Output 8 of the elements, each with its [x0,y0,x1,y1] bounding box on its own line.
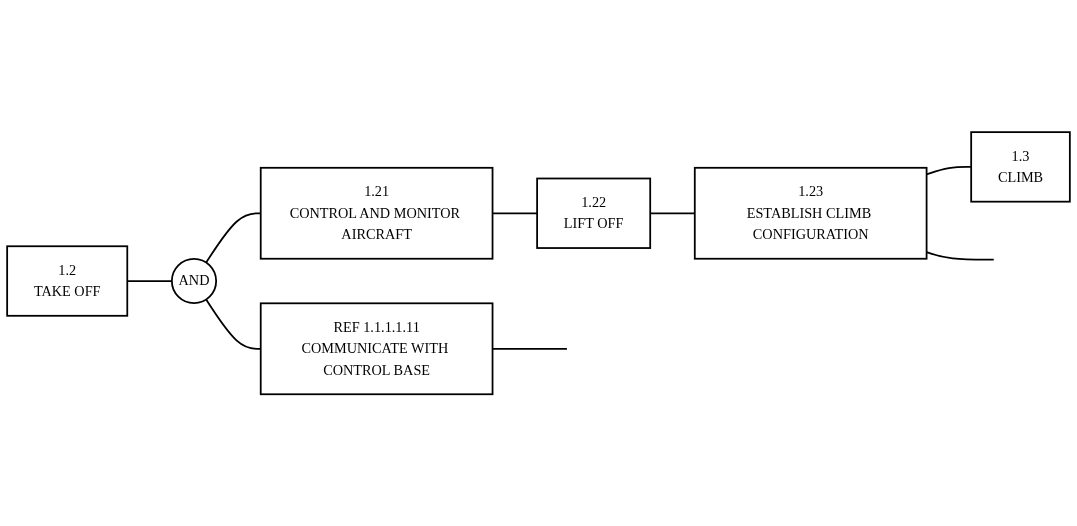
node-box: 1.21 CONTROL AND MONITOR AIRCRAFT [259,166,494,260]
node-box: 1.2 TAKE OFF [6,245,129,317]
node-box: 1.22 LIFT OFF [536,177,652,249]
node-box: 1.23 ESTABLISH CLIMB CONFIGURATION [693,166,928,260]
label: AND [178,272,210,288]
node-box: 1.3 CLIMB [970,131,1071,203]
node-circle [170,257,218,304]
node-box: REF 1.1.1.1.11 COMMUNICATE WITH CONTROL BASE [259,302,494,395]
